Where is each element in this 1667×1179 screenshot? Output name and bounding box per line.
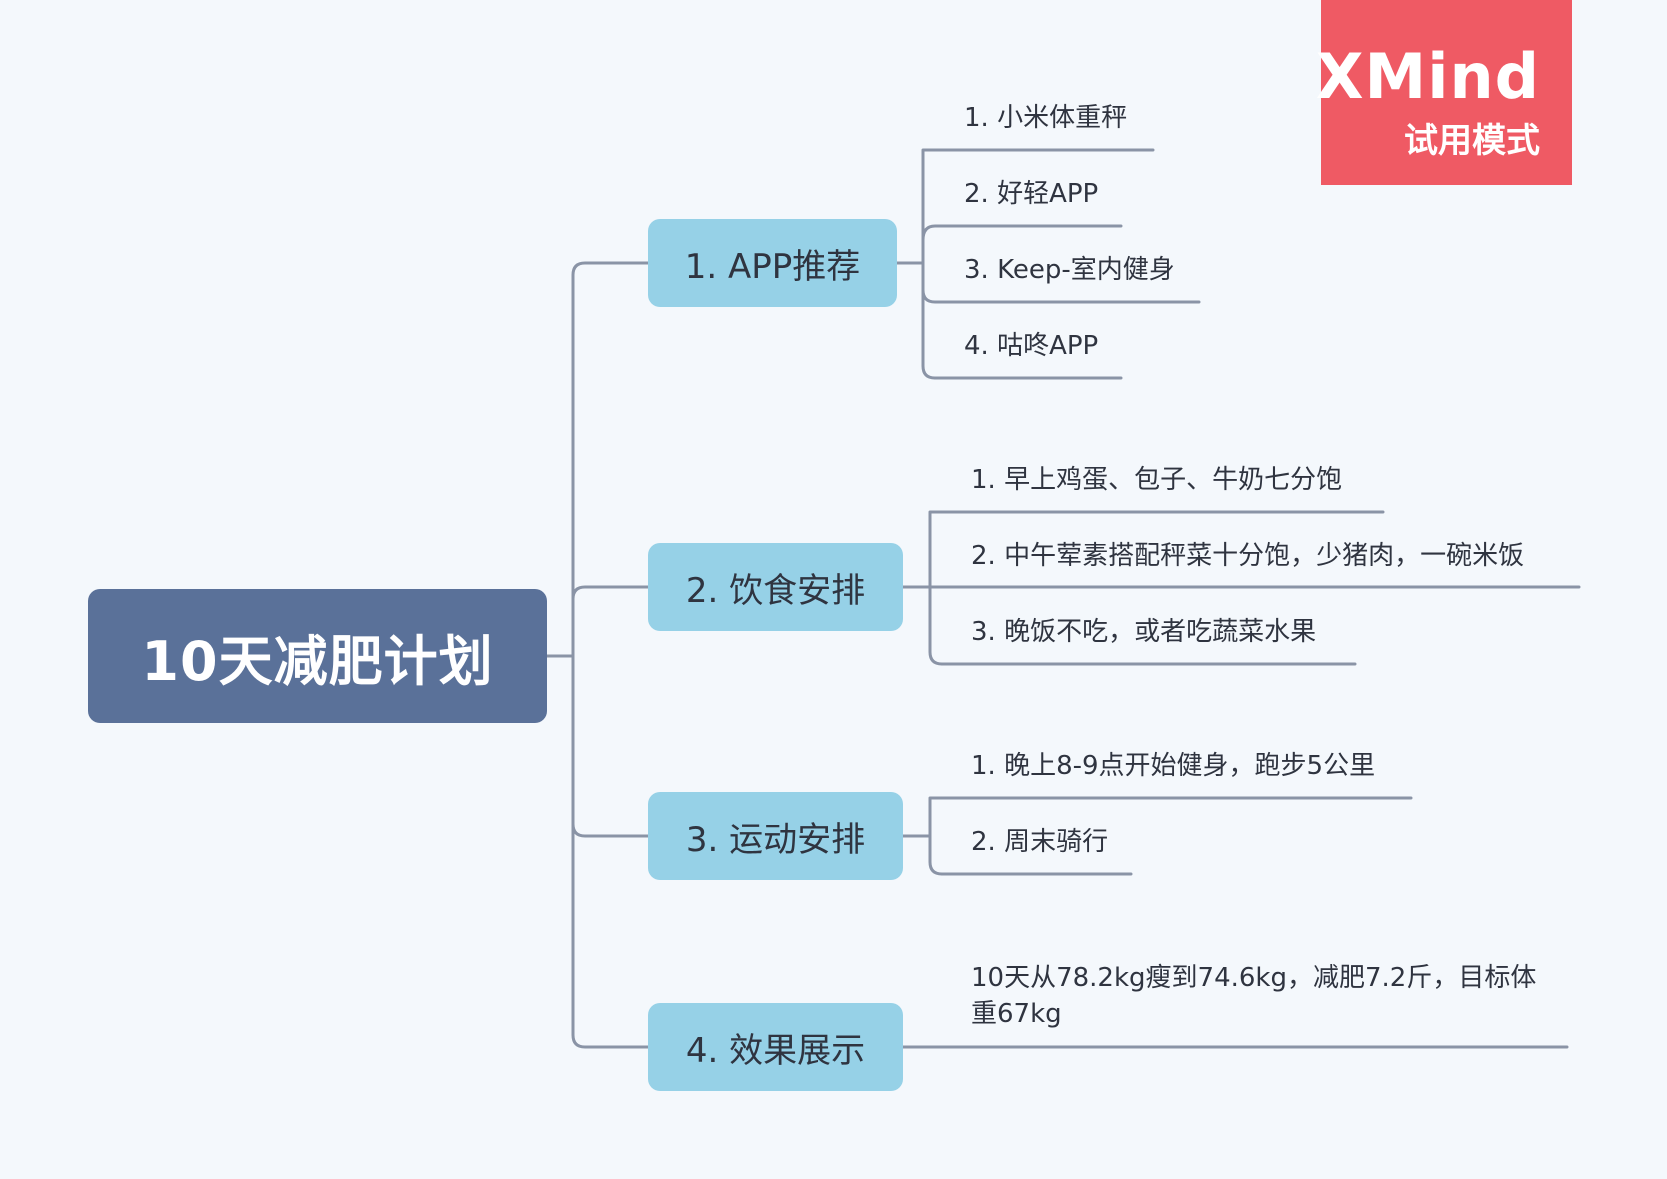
branch-1-bracket xyxy=(921,148,937,380)
branch-topic-exercise[interactable]: 3. 运动安排 xyxy=(648,792,903,880)
leaf-topic[interactable]: 2. 好轻APP xyxy=(964,179,1099,209)
leaf-topic[interactable]: 3. 晚饭不吃，或者吃蔬菜水果 xyxy=(971,617,1317,647)
leaf-topic[interactable]: 1. 小米体重秤 xyxy=(964,103,1128,133)
leaf-1-3-underline xyxy=(921,288,1201,304)
leaf-1-2-underline xyxy=(921,224,1123,242)
trunk-connector xyxy=(571,261,665,1049)
leaf-topic[interactable]: 1. 晚上8-9点开始健身，跑步5公里 xyxy=(971,751,1376,781)
leaf-topic[interactable]: 2. 中午荤素搭配秤菜十分饱，少猪肉，一碗米饭 xyxy=(971,541,1525,571)
xmind-trial-watermark: XMind 试用模式 xyxy=(1316,0,1572,185)
leaf-topic[interactable]: 1. 早上鸡蛋、包子、牛奶七分饱 xyxy=(971,465,1343,495)
leaf-topic[interactable]: 3. Keep-室内健身 xyxy=(964,255,1175,285)
branch-2-connector xyxy=(571,585,650,601)
branch-3-connector xyxy=(571,822,650,838)
branch-2-bracket xyxy=(928,510,944,666)
branch-3-bracket xyxy=(928,796,944,876)
branch-topic-diet[interactable]: 2. 饮食安排 xyxy=(648,543,903,631)
root-topic[interactable]: 10天减肥计划 xyxy=(88,589,547,723)
branch-topic-app[interactable]: 1. APP推荐 xyxy=(648,219,897,307)
watermark-title: XMind xyxy=(1315,40,1540,113)
leaf-topic[interactable]: 10天从78.2kg瘦到74.6kg，减肥7.2斤，目标体重67kg xyxy=(971,963,1537,1029)
branch-topic-results[interactable]: 4. 效果展示 xyxy=(648,1003,903,1091)
leaf-topic[interactable]: 2. 周末骑行 xyxy=(971,827,1109,857)
watermark-subtitle: 试用模式 xyxy=(1404,121,1540,161)
leaf-topic[interactable]: 4. 咕咚APP xyxy=(964,331,1099,361)
